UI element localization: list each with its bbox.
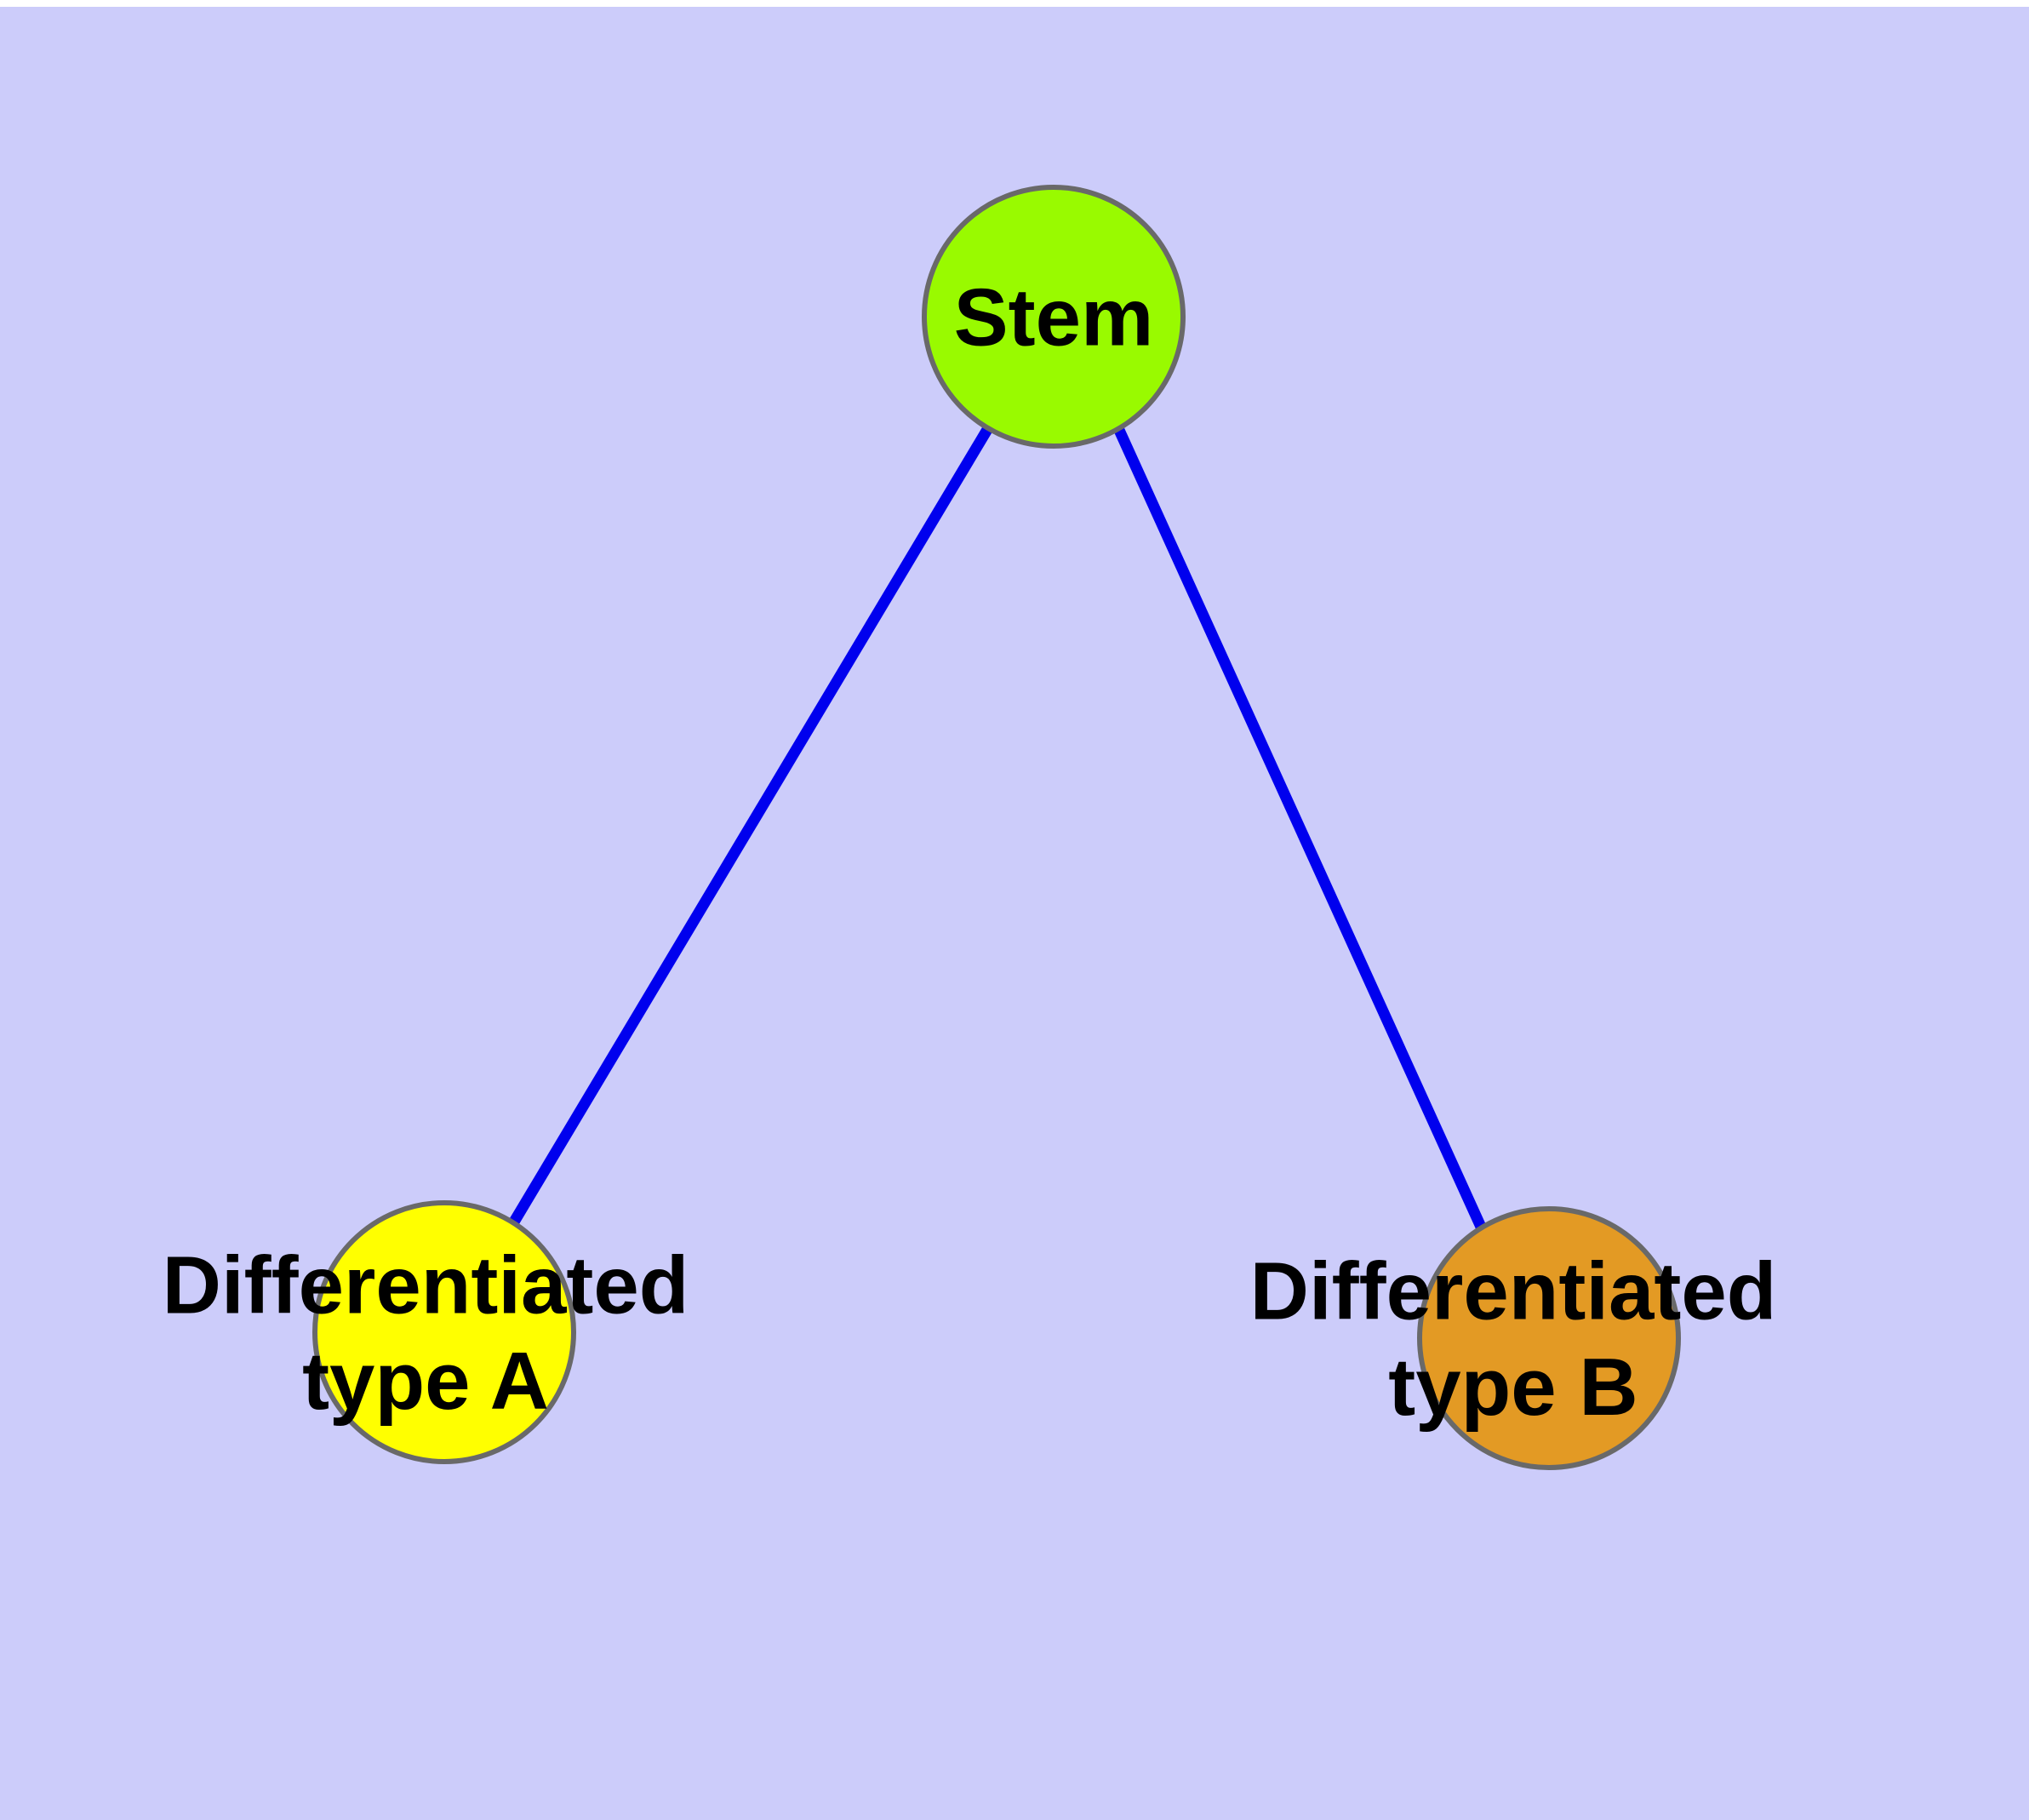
node-circle-stem[interactable] — [922, 185, 1186, 449]
edge-stem-to-diff-b[interactable] — [1113, 426, 1489, 1237]
edges-layer — [506, 425, 1489, 1237]
node-label-line: Differentiated — [163, 1239, 689, 1331]
node-label-stem: Stem — [954, 272, 1154, 363]
node-label-line: Stem — [954, 272, 1154, 363]
node-label-line: type B — [1388, 1342, 1637, 1433]
edge-stem-to-diff-a[interactable] — [506, 425, 993, 1231]
node-stem[interactable]: Stem — [922, 185, 1186, 449]
node-circle-diff_b[interactable] — [1417, 1206, 1681, 1470]
node-label-line: type A — [302, 1336, 549, 1427]
node-label-line: Differentiated — [1250, 1245, 1777, 1336]
node-circle-diff_a[interactable] — [312, 1200, 576, 1464]
